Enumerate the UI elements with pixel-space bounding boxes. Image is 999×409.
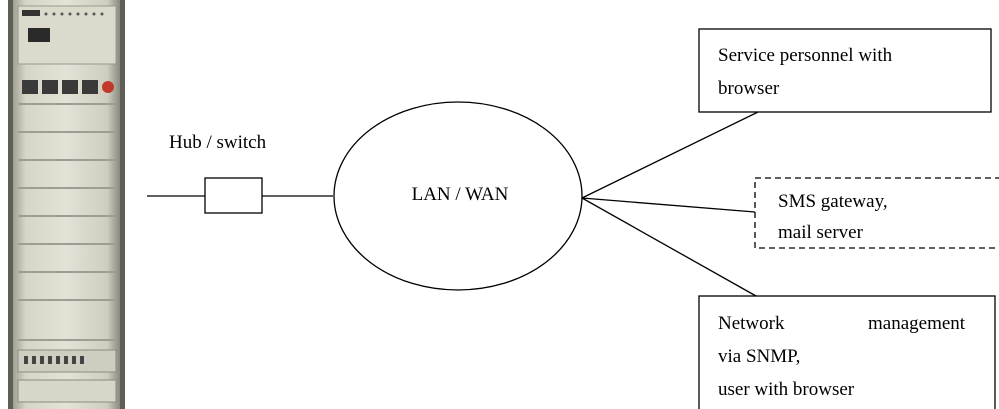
sms-gateway-box [754,177,999,249]
hub-switch-box [204,177,263,214]
network-management-word: Network [718,313,785,334]
link-to-nms [581,197,757,297]
service-personnel-line1: Service personnel with [718,45,893,66]
network-management-box [698,295,996,409]
hub-switch-label: Hub / switch [169,132,267,153]
link-to-sms [581,197,756,213]
management-word: management [868,313,966,334]
equipment-rack-image [8,0,125,409]
sms-gateway-line2: mail server [778,222,864,243]
service-personnel-line2: browser [718,78,780,99]
lan-wan-ellipse [333,101,583,291]
service-personnel-box [698,28,992,113]
nms-line2: via SNMP, [718,346,800,367]
sms-gateway-line1: SMS gateway, [778,191,888,212]
link-to-service [581,111,759,199]
nms-line3: user with browser [718,379,855,400]
lan-wan-label: LAN / WAN [412,184,509,205]
